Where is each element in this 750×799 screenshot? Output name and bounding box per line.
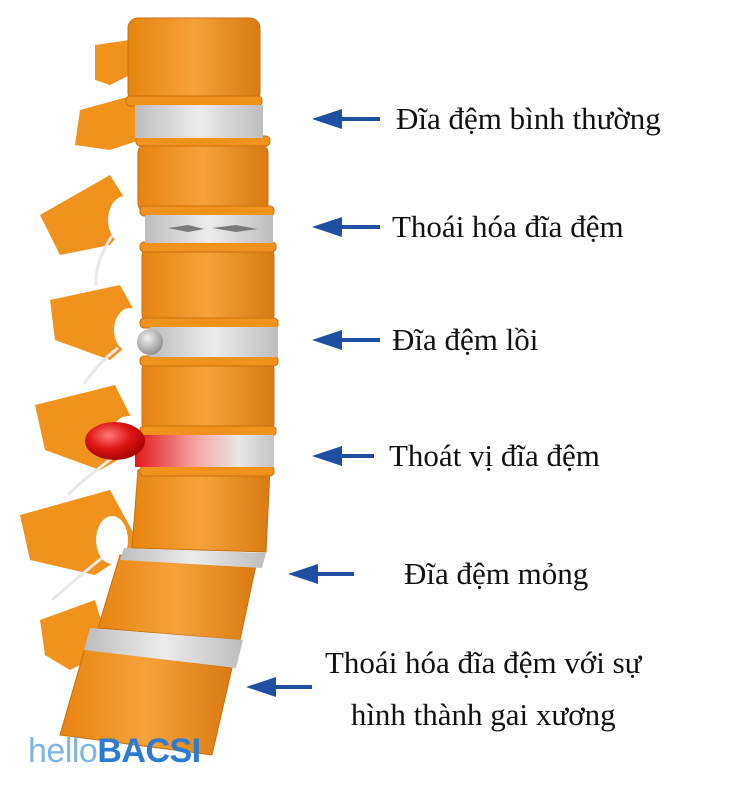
endplates [125,95,279,477]
arrow-thinning-icon [288,564,354,584]
label-thinning-disc: Đĩa đệm mỏng [404,556,589,591]
label-osteophytes: Thoái hóa đĩa đệm với sự hình thành gai … [325,637,641,741]
disc-normal [135,105,263,138]
discs [84,105,278,668]
disc-thinning [120,548,266,568]
nerve-lines [51,235,119,602]
label-normal-disc: Đĩa đệm bình thường [396,101,661,136]
label-disc-degeneration: Thoái hóa đĩa đệm [392,209,624,244]
arrow-degeneration-icon [312,217,380,237]
arrow-normal-icon [312,109,380,129]
logo-part-hello: hello [28,732,98,770]
disc-bulge [137,329,163,355]
pointer-arrows [246,109,380,697]
label-bulging-disc: Đĩa đệm lồi [392,322,539,357]
label-osteophytes-line1: Thoái hóa đĩa đệm với sự [325,645,642,680]
arrow-bulging-icon [312,330,380,350]
arrow-osteophytes-icon [246,677,312,697]
herniation-nucleus [85,422,145,460]
disc-bulging [150,327,278,357]
label-herniated-disc: Thoát vị đĩa đệm [389,438,600,473]
vertebral-bodies [59,17,275,756]
hellobacsi-logo: helloBACSI [28,732,201,771]
logo-part-bacsi: BACSI [97,732,201,770]
arrow-herniation-icon [312,446,374,466]
disc-osteophytes [84,628,243,668]
label-osteophytes-line2: hình thành gai xương [350,697,616,732]
disc-herniation [135,435,274,467]
